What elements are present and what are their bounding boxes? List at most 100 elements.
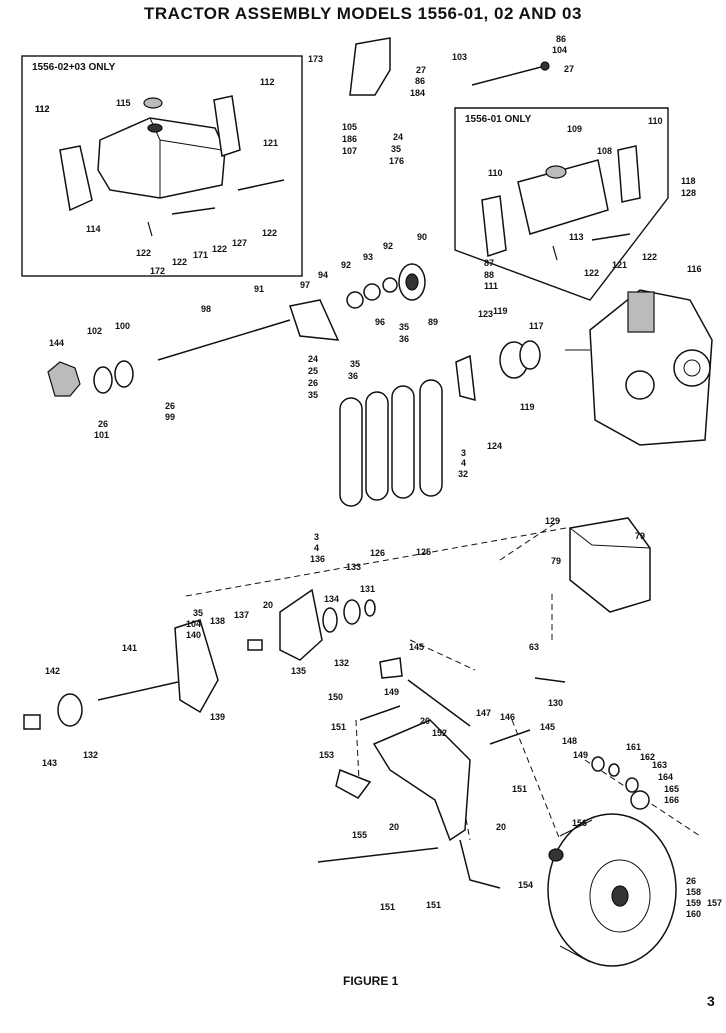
callout: 159 [686, 898, 701, 908]
upper-drive-pulleys [289, 263, 426, 341]
callout: 118 [681, 176, 696, 186]
engine-assembly [565, 289, 713, 446]
callout: 96 [375, 317, 385, 327]
callout: 129 [545, 516, 560, 526]
fuel-cap-part-115 [143, 97, 163, 109]
bushing-part-143 [23, 714, 41, 730]
seat-bracket-part-173 [349, 37, 391, 96]
callout: 131 [360, 584, 375, 594]
callout: 35 [399, 322, 409, 332]
callout: 155 [352, 830, 367, 840]
callout: 20 [496, 822, 506, 832]
callout: 121 [612, 260, 627, 270]
callout: 20 [263, 600, 273, 610]
tank-strap-left-part-112 [59, 145, 93, 212]
callout: 116 [687, 264, 702, 274]
callout: 133 [346, 562, 361, 572]
fuel-cap-part-109 [545, 165, 567, 179]
callout: 134 [324, 594, 339, 604]
callout: 127 [232, 238, 247, 248]
callout: 156 [572, 818, 587, 828]
callout: 172 [150, 266, 165, 276]
callout: 112 [35, 104, 50, 114]
callout: 132 [334, 658, 349, 668]
optional-fuel-tank-box-0203: 1556-02+03 ONLY [21, 55, 303, 277]
frame-part-129 [569, 517, 651, 613]
callout: 157 [707, 898, 722, 908]
shaft-part-98 [157, 319, 291, 361]
callout: 87 [484, 258, 494, 268]
callout: 26 [98, 419, 108, 429]
callout: 128 [681, 188, 696, 198]
drive-belts-part-126 [339, 379, 443, 507]
callout: 88 [484, 270, 494, 280]
box-0203-title: 1556-02+03 ONLY [32, 62, 116, 73]
pulley-part-100 [114, 360, 134, 388]
callout: 110 [488, 168, 503, 178]
callout: 24 [393, 132, 403, 142]
callout: 35 [308, 390, 318, 400]
callout: 25 [308, 366, 318, 376]
callout: 139 [210, 712, 225, 722]
callout: 150 [328, 692, 343, 702]
callout: 137 [234, 610, 249, 620]
callout: 110 [648, 116, 663, 126]
callout: 149 [573, 750, 588, 760]
callout: 26 [308, 378, 318, 388]
callout: 20 [420, 716, 430, 726]
callout: 86 [556, 34, 566, 44]
tank-strap-part-110b [617, 145, 641, 203]
wheel-tire-assembly [547, 813, 677, 967]
steering-bracket-part-152 [372, 719, 471, 842]
callout: 92 [383, 241, 393, 251]
callout: 173 [308, 54, 323, 64]
callout: 171 [193, 250, 208, 260]
callout: 3 [314, 532, 319, 542]
callout: 148 [562, 736, 577, 746]
callout: 35 [391, 144, 401, 154]
callout: 79 [551, 556, 561, 566]
callout: 20 [389, 822, 399, 832]
callout: 79 [635, 531, 645, 541]
lever-part-154 [459, 839, 501, 889]
callout: 97 [300, 280, 310, 290]
callout: 122 [212, 244, 227, 254]
callout: 112 [260, 77, 275, 87]
callout: 122 [642, 252, 657, 262]
callout-labels: 173 103 86 104 27 27 86 184 105 186 107 … [35, 34, 722, 919]
callout: 151 [380, 902, 395, 912]
fuel-tank-part-114 [97, 117, 226, 199]
tank-strap-right-part-112 [213, 95, 241, 157]
callout: 4 [461, 458, 466, 468]
tank-strap-part-110 [481, 195, 507, 258]
callout: 101 [94, 430, 109, 440]
callout: 132 [83, 750, 98, 760]
callout: 138 [210, 616, 225, 626]
callout: 122 [262, 228, 277, 238]
fuel-tank-part-108 [517, 159, 609, 235]
fuel-tank-box-01: 1556-01 ONLY [454, 107, 669, 301]
callout: 99 [165, 412, 175, 422]
callout: 100 [115, 321, 130, 331]
callout: 154 [518, 880, 533, 890]
callout: 145 [540, 722, 555, 732]
callout: 108 [597, 146, 612, 156]
callout: 123 [478, 309, 493, 319]
figure-caption: FIGURE 1 [343, 974, 399, 988]
callout: 163 [652, 760, 667, 770]
rod-part-148 [489, 729, 531, 745]
callout: 98 [201, 304, 211, 314]
callout: 165 [664, 784, 679, 794]
callout: 113 [569, 232, 584, 242]
pulley-part-142 [57, 693, 83, 727]
callout: 153 [319, 750, 334, 760]
pedal-part-153 [335, 768, 372, 799]
callout: 176 [389, 156, 404, 166]
callout: 114 [86, 224, 101, 234]
callout: 136 [310, 554, 325, 564]
callout: 161 [626, 742, 641, 752]
callout: 117 [529, 321, 544, 331]
callout: 151 [331, 722, 346, 732]
callout: 126 [370, 548, 385, 558]
